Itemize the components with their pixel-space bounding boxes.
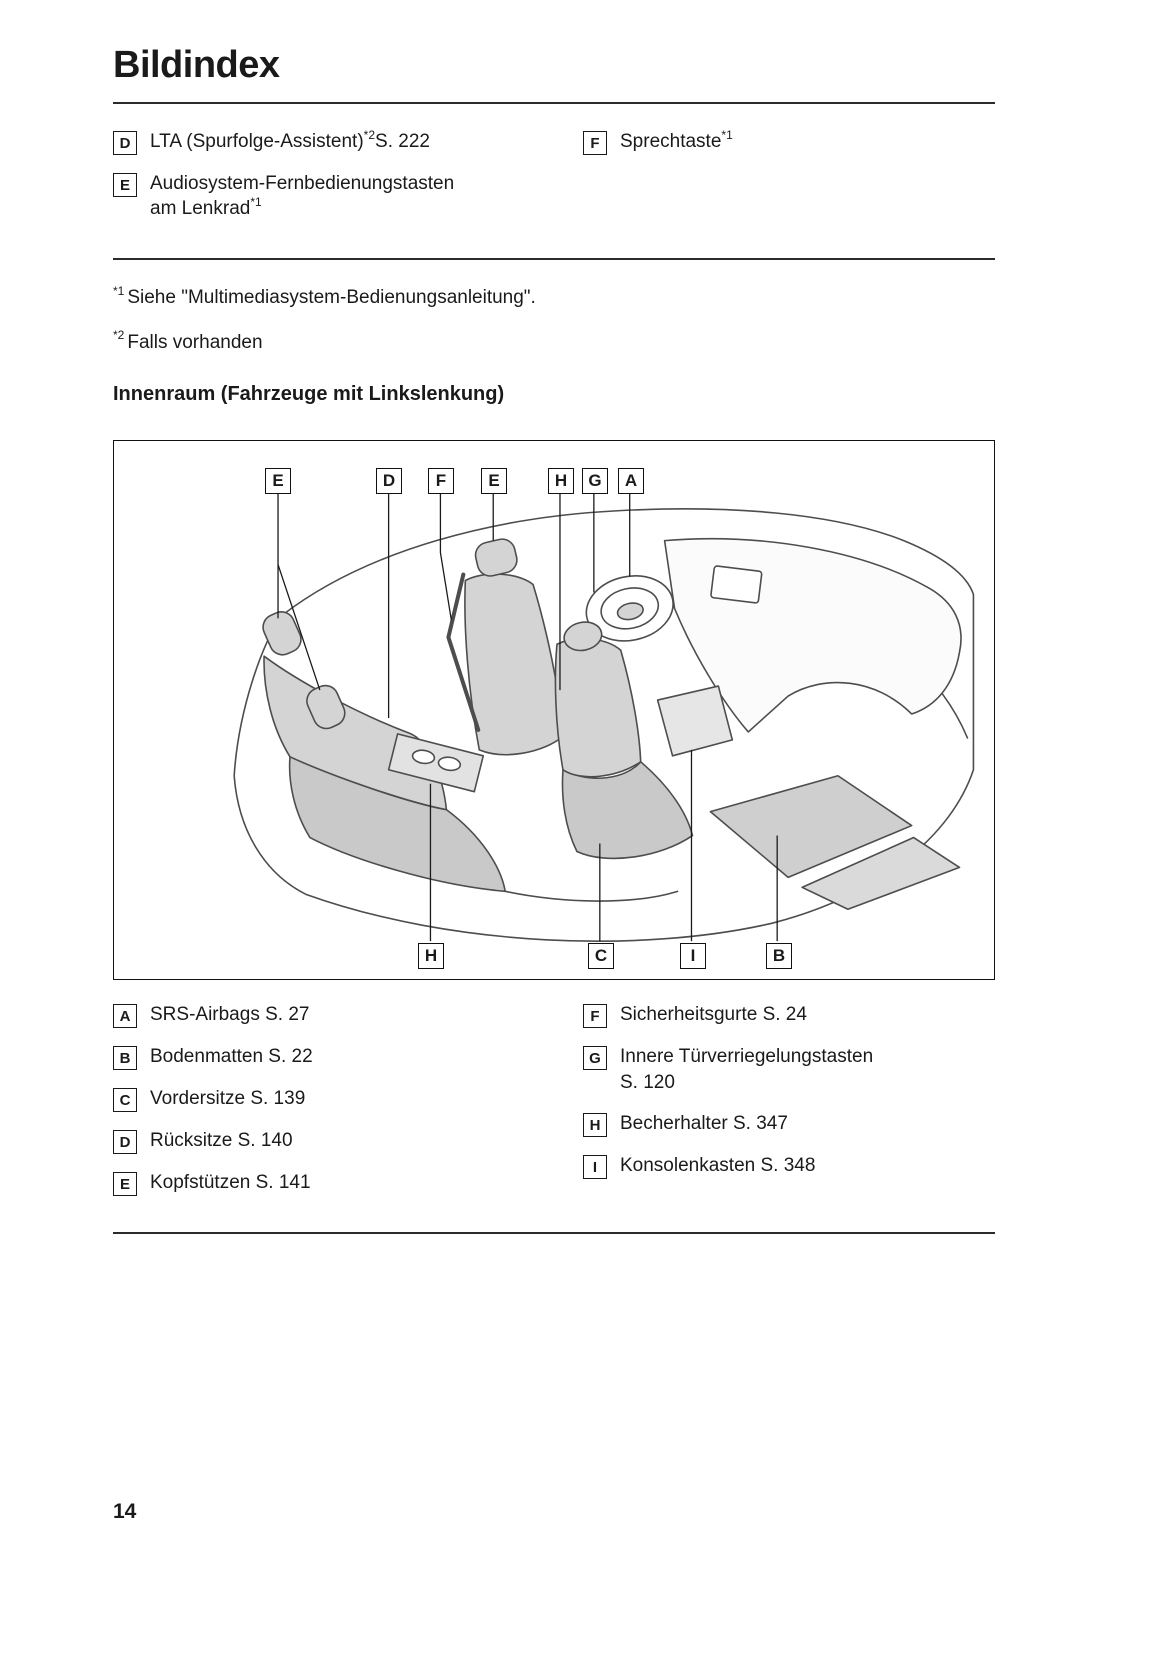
legend-item-audiosystem: E Audiosystem-Fernbedienungstasten am Len… [113, 171, 583, 222]
footnote-text: Falls vorhanden [127, 331, 263, 353]
legend-text-audiosystem: Audiosystem-Fernbedienungstasten am Lenkr… [150, 171, 454, 222]
footnote-ref: *1 [721, 127, 733, 142]
legend-text-lta: LTA (Spurfolge-Assistent)*2S. 222 [150, 129, 430, 154]
front-headrest [474, 538, 518, 578]
diagram-label-top-f: F [428, 468, 454, 495]
legend-label: Sprechtaste [620, 131, 722, 152]
front-headrest [563, 621, 603, 652]
section-heading: Innenraum (Fahrzeuge mit Linkslenkung) [113, 383, 505, 406]
car-interior-illustration [233, 494, 975, 943]
legend-item-sicherheitsgurte: F Sicherheitsgurte S. 24 [583, 1002, 995, 1029]
footnote-marker: *1 [113, 283, 125, 298]
page-title: Bildindex [113, 44, 280, 86]
legend-key-a: A [113, 1004, 137, 1029]
legend-label-line2: S. 120 [620, 1071, 675, 1093]
diagram-label-top-g: G [582, 468, 608, 495]
top-legend-right-column: F Sprechtaste*1 [583, 104, 995, 238]
legend-key-i: I [583, 1155, 607, 1180]
diagram-label-top-e2: E [481, 468, 507, 495]
steering-wheel [585, 575, 674, 642]
seatbelt [446, 572, 481, 733]
console-box [656, 685, 734, 757]
rear-cupholder [411, 749, 436, 765]
top-legend-left-column: D LTA (Spurfolge-Assistent)*2S. 222 E Au… [113, 104, 583, 238]
diagram-label-top-a: A [618, 468, 644, 495]
leader-lines [277, 494, 778, 942]
diagram-label-bottom-i: I [680, 943, 706, 970]
legend-key-d: D [113, 131, 137, 155]
top-legend: D LTA (Spurfolge-Assistent)*2S. 222 E Au… [113, 104, 995, 238]
rear-cupholder [437, 756, 462, 772]
driver-airbag-pad [616, 602, 644, 621]
bottom-legend: A SRS-Airbags S. 27 B Bodenmatten S. 22 … [113, 980, 995, 1212]
front-seat-left [464, 538, 565, 756]
legend-item-becherhalter: H Becherhalter S. 347 [583, 1111, 995, 1138]
multimedia-screen [710, 565, 763, 604]
rear-headrest [262, 611, 302, 656]
rear-seat [262, 611, 506, 893]
floor-mats [709, 775, 961, 911]
legend-item-tuerverriegelungstasten: G Innere Türverriegelungstasten S. 120 [583, 1044, 995, 1095]
legend-label: Becherhalter S. 347 [620, 1113, 788, 1135]
diagram-label-top-d: D [376, 468, 402, 495]
legend-label: Kopfstützen S. 141 [150, 1172, 311, 1194]
footnote-marker: *2 [113, 328, 125, 343]
legend-key-d: D [113, 1130, 137, 1155]
diagram-label-bottom-h: H [418, 943, 444, 970]
interior-diagram: E D F E H G A H C I B [113, 440, 995, 981]
legend-label: Rücksitze S. 140 [150, 1130, 293, 1152]
diagram-label-top-e1: E [265, 468, 291, 495]
page-content: Bildindex D LTA (Spurfolge-Assistent)*2S… [113, 0, 995, 1235]
diagram-label-top-h: H [548, 468, 574, 495]
legend-key-f: F [583, 1004, 607, 1029]
legend-key-e: E [113, 1172, 137, 1197]
legend-label: am Lenkrad [150, 198, 251, 220]
rear-armrest [387, 733, 485, 793]
divider [113, 257, 995, 260]
legend-key-f: F [583, 131, 607, 155]
rear-headrest [306, 685, 346, 730]
bottom-legend-left-column: A SRS-Airbags S. 27 B Bodenmatten S. 22 … [113, 980, 583, 1212]
bottom-legend-right-column: F Sicherheitsgurte S. 24 G Innere Türver… [583, 980, 995, 1212]
page-number: 14 [113, 1500, 137, 1523]
legend-item-ruecksitze: D Rücksitze S. 140 [113, 1128, 583, 1155]
legend-label: Vordersitze S. 139 [150, 1088, 306, 1110]
legend-label: Innere Türverriegelungstasten S. 120 [620, 1044, 873, 1095]
legend-key-g: G [583, 1046, 607, 1071]
legend-label: Sicherheitsgurte S. 24 [620, 1004, 807, 1026]
legend-text-sprechtaste: Sprechtaste*1 [620, 129, 733, 154]
diagram-label-bottom-c: C [588, 943, 614, 970]
legend-label: Bodenmatten S. 22 [150, 1046, 313, 1068]
legend-label: SRS-Airbags S. 27 [150, 1004, 310, 1026]
footnote-ref: *2 [363, 127, 376, 142]
legend-label-line1: Innere Türverriegelungstasten [620, 1046, 874, 1068]
legend-key-h: H [583, 1113, 607, 1138]
legend-label: Audiosystem-Fernbedienungstasten [150, 173, 455, 194]
legend-page-ref: S. 222 [375, 131, 430, 152]
legend-key-e: E [113, 173, 137, 197]
legend-item-bodenmatten: B Bodenmatten S. 22 [113, 1044, 583, 1071]
legend-item-vordersitze: C Vordersitze S. 139 [113, 1086, 583, 1113]
legend-key-c: C [113, 1088, 137, 1113]
legend-label: Konsolenkasten S. 348 [620, 1155, 816, 1177]
legend-item-konsolenkasten: I Konsolenkasten S. 348 [583, 1153, 995, 1180]
front-seat-right [554, 621, 694, 860]
legend-label: LTA (Spurfolge-Assistent) [150, 131, 364, 152]
legend-item-srs-airbags: A SRS-Airbags S. 27 [113, 1002, 583, 1029]
legend-item-kopfstuetzen: E Kopfstützen S. 141 [113, 1170, 583, 1197]
footnote-ref: *1 [250, 195, 262, 210]
divider [113, 102, 995, 104]
diagram-label-bottom-b: B [766, 943, 792, 970]
legend-item-sprechtaste: F Sprechtaste*1 [583, 129, 995, 155]
divider [113, 1232, 995, 1235]
legend-key-b: B [113, 1046, 137, 1071]
footnote-text: Siehe "Multimediasystem-Bedienungsanleit… [127, 286, 536, 308]
legend-item-lta: D LTA (Spurfolge-Assistent)*2S. 222 [113, 129, 583, 155]
